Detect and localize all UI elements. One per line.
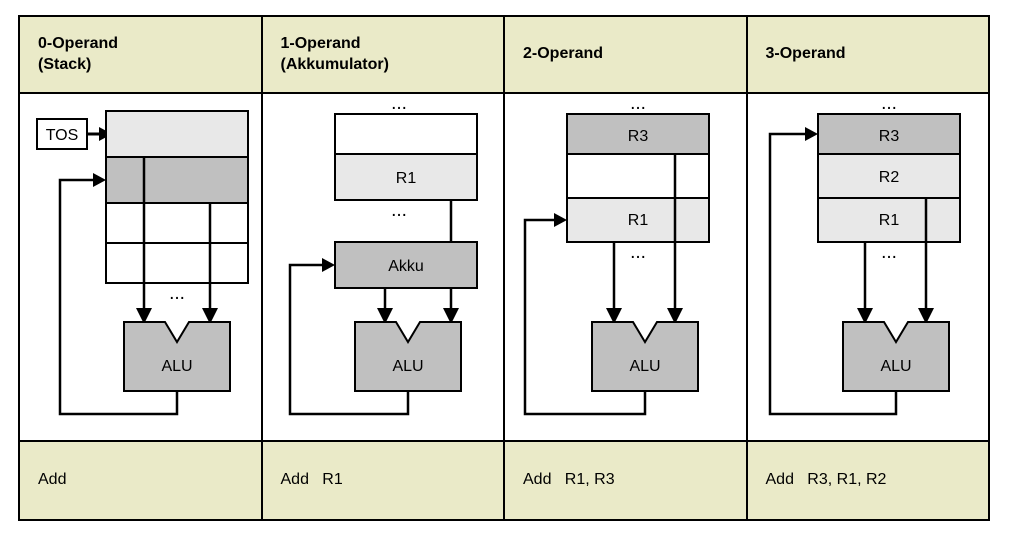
tos-label-text: TOS bbox=[46, 127, 79, 144]
register-cell-empty bbox=[333, 113, 478, 156]
header-line-1: 3-Operand bbox=[765, 45, 846, 63]
diagram-cell-stack: TOS ... bbox=[20, 94, 263, 440]
stack-cell-2 bbox=[105, 202, 249, 245]
feedback-path bbox=[523, 219, 647, 416]
operand-comparison-table: 0-Operand (Stack) 1-Operand (Akkumulator… bbox=[18, 15, 990, 521]
instruction-cell-1-operand: Add R1 bbox=[263, 441, 505, 519]
register-label-r1: R1 bbox=[628, 212, 649, 229]
register-label-r1: R1 bbox=[395, 170, 416, 187]
operand-arrow-left-icon bbox=[136, 308, 152, 325]
register-label-r3: R3 bbox=[878, 128, 899, 145]
operand-arrow-right-icon bbox=[917, 308, 934, 325]
accumulator-box bbox=[333, 241, 478, 290]
stack-cell-3 bbox=[105, 242, 249, 285]
register-cell-r1 bbox=[816, 197, 961, 244]
header-line-2: (Stack) bbox=[38, 55, 92, 73]
header-cell-3-operand: 3-Operand bbox=[748, 17, 989, 92]
alu-shape bbox=[841, 321, 950, 393]
feedback-path bbox=[288, 264, 409, 416]
feedback-path bbox=[768, 133, 897, 416]
diagram-cell-two-operand: ... R3 R1 ... ALU bbox=[505, 94, 748, 440]
diagram-cell-accumulator: ... R1 ... Akku bbox=[262, 94, 505, 440]
operand-arrow-right-icon bbox=[202, 308, 218, 325]
alu-shape bbox=[123, 321, 231, 393]
operand-arrow-left-icon bbox=[376, 308, 393, 325]
register-cell-empty bbox=[566, 153, 710, 200]
register-mid-ellipsis: ... bbox=[391, 200, 407, 221]
instruction-cell-0-operand: Add bbox=[20, 441, 263, 519]
table-diagram-row: TOS ... bbox=[20, 94, 988, 442]
feedback-arrow-icon bbox=[93, 173, 106, 188]
register-cell-r1 bbox=[333, 153, 478, 202]
header-line-2: (Akkumulator) bbox=[280, 55, 389, 73]
operand-arrow-left-icon bbox=[856, 308, 873, 325]
stack-ellipsis: ... bbox=[169, 283, 185, 304]
feedback-path bbox=[58, 179, 179, 416]
register-label-r2: R2 bbox=[878, 169, 899, 186]
instruction-cell-3-operand: Add R3, R1, R2 bbox=[765, 471, 887, 489]
header-cell-1-operand: 1-Operand (Akkumulator) bbox=[263, 17, 505, 93]
alu-label: ALU bbox=[392, 358, 423, 375]
register-label-r1: R1 bbox=[878, 212, 899, 229]
operand-arrow-right-icon bbox=[442, 308, 459, 325]
alu-shape bbox=[591, 321, 699, 393]
register-label-r3: R3 bbox=[628, 128, 649, 145]
operand-arrow-right-icon bbox=[667, 308, 683, 325]
register-top-ellipsis: ... bbox=[391, 94, 407, 114]
header-line-1: 1-Operand bbox=[280, 35, 361, 53]
header-cell-2-operand: 2-Operand bbox=[505, 17, 748, 93]
stack-cell-1 bbox=[105, 156, 249, 205]
feedback-arrow-icon bbox=[804, 127, 818, 142]
tos-label-box bbox=[36, 118, 88, 151]
register-cell-r2 bbox=[816, 153, 961, 200]
instruction-cell-2-operand: Add R1, R3 bbox=[505, 441, 748, 519]
register-cell-r3 bbox=[816, 113, 961, 156]
header-line-1: 2-Operand bbox=[523, 45, 604, 63]
alu-label: ALU bbox=[161, 358, 192, 375]
operand-arrow-left-icon bbox=[606, 308, 622, 325]
register-cell-r3 bbox=[566, 113, 710, 156]
stack-cell-0 bbox=[105, 110, 249, 159]
alu-label: ALU bbox=[880, 358, 911, 375]
diagram-cell-three-operand: ... R3 R2 R1 ... ALU bbox=[747, 94, 988, 440]
feedback-arrow-icon bbox=[554, 213, 567, 228]
accumulator-label: Akku bbox=[388, 258, 424, 275]
alu-shape bbox=[353, 321, 462, 393]
register-mid-ellipsis: ... bbox=[881, 242, 897, 263]
feedback-arrow-icon bbox=[321, 258, 335, 273]
register-cell-r1 bbox=[566, 197, 710, 244]
register-mid-ellipsis: ... bbox=[630, 242, 646, 263]
table-header-row: 0-Operand (Stack) 1-Operand (Akkumulator… bbox=[20, 17, 989, 95]
alu-label: ALU bbox=[629, 358, 660, 375]
header-cell-0-operand: 0-Operand (Stack) bbox=[20, 17, 263, 93]
register-top-ellipsis: ... bbox=[630, 94, 646, 114]
table-instruction-row: Add Add R1 Add R1, R3 Add R3, R1, R2 bbox=[20, 441, 988, 519]
register-top-ellipsis: ... bbox=[881, 94, 897, 114]
header-line-1: 0-Operand bbox=[38, 35, 119, 53]
